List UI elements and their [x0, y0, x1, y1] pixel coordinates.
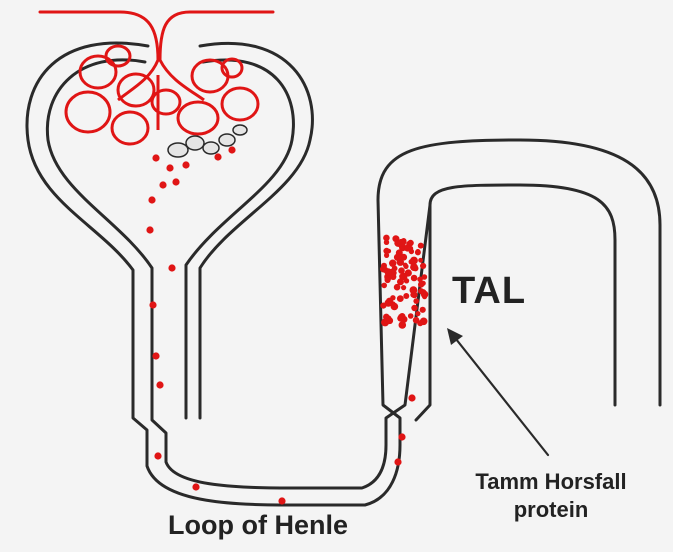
cast-cell: [417, 320, 423, 326]
cast-cell: [400, 254, 407, 261]
cast-cell: [385, 299, 393, 307]
tal-label: TAL: [452, 270, 526, 313]
red-blood-cell: [148, 196, 155, 203]
capillary-loop: [80, 56, 116, 88]
capillary-loop: [66, 92, 110, 132]
cast-cell: [415, 249, 421, 255]
cast-cell: [384, 240, 389, 245]
cast-cell: [418, 258, 423, 263]
cast-cell: [385, 277, 391, 283]
red-blood-cell: [168, 264, 175, 271]
cast-cell: [394, 236, 399, 241]
capillary-loop: [222, 88, 258, 120]
cast-cell: [420, 263, 426, 269]
capsule-right-inner-wall: [186, 60, 293, 418]
cast-cell: [398, 267, 405, 274]
capillary-loop: [152, 90, 180, 114]
red-blood-cell: [156, 381, 163, 388]
cast-cell: [386, 317, 393, 324]
cast-cell: [421, 289, 427, 295]
cast-cell: [381, 283, 387, 289]
red-blood-cell: [149, 301, 156, 308]
efferent-arteriole: [160, 12, 273, 60]
cast-cell: [403, 263, 408, 268]
cast-cell: [397, 295, 404, 302]
cast-cell: [410, 286, 418, 294]
red-blood-cell: [172, 178, 179, 185]
cast-cell: [401, 285, 406, 290]
red-blood-cell: [152, 352, 159, 359]
protein-arrow-head: [447, 328, 463, 345]
cast-cell: [420, 307, 426, 313]
cast-cell: [397, 315, 404, 322]
red-blood-cell: [398, 433, 405, 440]
glomerulus-tuft: [66, 46, 258, 144]
cast-cell: [394, 284, 401, 291]
tamm-horsfall-line2: protein: [436, 496, 666, 524]
capillary-loop: [106, 46, 130, 66]
capillary-loop: [178, 102, 218, 134]
red-blood-cell: [408, 394, 415, 401]
cast-cell: [385, 268, 392, 275]
tamm-horsfall-cast: [380, 235, 428, 329]
red-blood-cell: [182, 161, 189, 168]
cast-cell: [404, 245, 411, 252]
cast-cell: [418, 243, 424, 249]
red-blood-cell: [278, 497, 285, 504]
red-blood-cell: [146, 226, 153, 233]
loop-of-henle-label: Loop of Henle: [168, 510, 348, 541]
red-blood-cell: [152, 154, 159, 161]
cast-cell: [408, 313, 414, 319]
cast-cell: [411, 305, 417, 311]
cast-cell: [413, 298, 419, 304]
cast-cell: [415, 311, 420, 316]
capillary-loop: [112, 112, 148, 144]
cast-cell: [403, 293, 409, 299]
red-blood-cell: [228, 146, 235, 153]
red-blood-cell: [159, 181, 166, 188]
tamm-horsfall-line1: Tamm Horsfall: [436, 468, 666, 496]
cast-cell: [399, 321, 407, 329]
cast-cell: [394, 254, 401, 261]
cast-cell: [410, 263, 418, 271]
cast-cell: [411, 275, 418, 282]
red-blood-cell: [154, 452, 161, 459]
cast-cell: [392, 266, 398, 272]
cast-cell: [384, 253, 389, 258]
capillary-stem: [118, 60, 204, 130]
tamm-horsfall-label: Tamm Horsfall protein: [436, 468, 666, 524]
afferent-arteriole: [40, 12, 158, 60]
red-blood-cell: [166, 164, 173, 171]
protein-arrow-shaft: [452, 334, 548, 455]
capillary-loop: [118, 74, 154, 106]
glomerular-debris: [168, 125, 247, 157]
red-blood-cell: [214, 153, 221, 160]
red-blood-cell: [394, 458, 401, 465]
red-blood-cell: [192, 483, 199, 490]
cast-cell: [421, 281, 426, 286]
